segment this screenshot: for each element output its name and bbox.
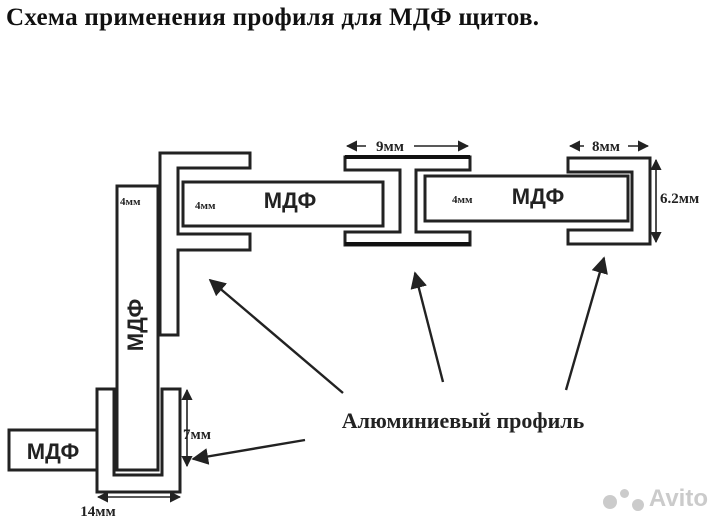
thickness-label-middle: 4мм [452, 194, 473, 206]
mdf-label-bottom: МДФ [27, 439, 80, 464]
mdf-label-vertical: МДФ [123, 299, 148, 352]
callout-arrow-corner [208, 278, 344, 394]
h-profile-top-bar [345, 155, 470, 159]
bottom-mdf-panel [7, 428, 99, 472]
dim-label-7mm: 7мм [183, 427, 211, 443]
mdf-label-middle: МДФ [512, 184, 565, 209]
vertical-mdf-panel [115, 184, 160, 472]
thickness-label-vertical: 4мм [120, 196, 141, 208]
avito-logo-icon [602, 487, 644, 511]
callout-arrow-bottom [191, 438, 306, 465]
callout-arrow-h-profile [410, 271, 445, 383]
end-cap-profile [566, 156, 652, 246]
dim-label-14mm: 14мм [80, 504, 115, 520]
callout-label: Алюминиевый профиль [342, 408, 585, 433]
h-profile-bottom-bar [345, 242, 470, 246]
corner-profile [158, 151, 252, 337]
callout-arrow-end-cap [564, 256, 608, 391]
dim-label-9mm: 9мм [376, 139, 404, 155]
avito-watermark: Avito [602, 485, 708, 513]
diagram-title: Схема применения профиля для МДФ щитов. [6, 4, 540, 31]
dim-label-6-2mm: 6.2мм [660, 191, 699, 207]
middle-mdf-panel [423, 174, 630, 223]
bottom-profile [95, 387, 182, 494]
corner-top-mdf-panel [181, 180, 385, 228]
watermark-text: Avito [648, 485, 708, 512]
thickness-label-corner-top: 4мм [195, 200, 216, 212]
dim-label-8mm: 8мм [592, 139, 620, 155]
mdf-label-corner-top: МДФ [264, 188, 317, 213]
